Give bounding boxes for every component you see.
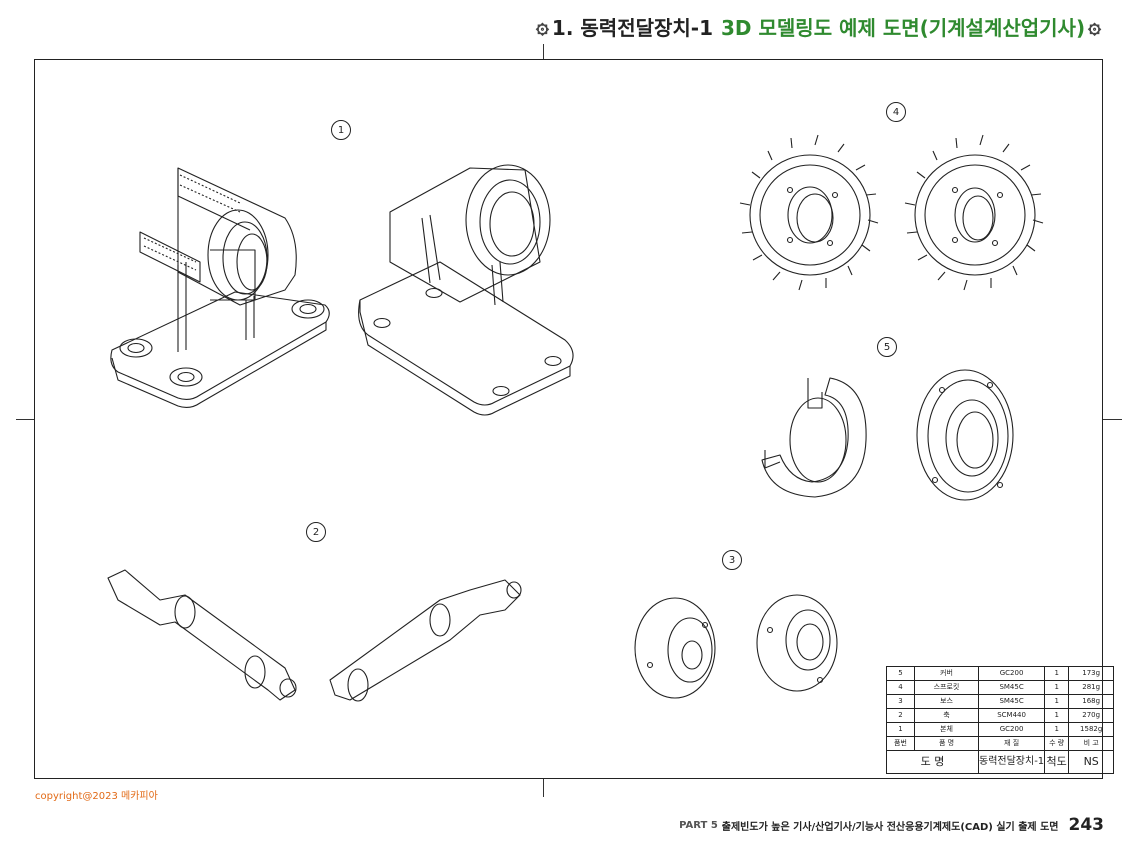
bom-no: 1 (886, 722, 915, 737)
sprocket-views (739, 134, 1044, 291)
gear-icon: ۞ (536, 13, 549, 39)
bom-header-name: 품 명 (914, 736, 979, 751)
bom-material: SM45C (977, 694, 1046, 709)
footer-part: PART 5 (679, 819, 718, 831)
bom-header-note: 비 고 (1068, 736, 1115, 751)
page-header: ۞ 1. 동력전달장치-1 3D 모델링도 예제 도면(기계설계산업기사) ۞ (533, 10, 1104, 42)
bom-material: GC200 (977, 666, 1046, 681)
scale-label: 척도 (1044, 750, 1070, 774)
header-subtitle: 3D 모델링도 예제 도면(기계설계산업기사) (721, 15, 1086, 40)
bom-no: 5 (886, 666, 915, 681)
bom-note: 173g (1068, 666, 1115, 681)
bom-header-qty: 수 량 (1044, 736, 1070, 751)
bill-of-materials: 5 커버 GC200 1 173g 4 스프로킷 SM45C 1 281g 3 … (886, 666, 1115, 774)
bom-no: 3 (886, 694, 915, 709)
page-number: 243 (1068, 815, 1105, 835)
bom-note: 1582g (1068, 722, 1115, 737)
bom-row: 1 본체 GC200 1 1582g (886, 722, 1115, 737)
bom-qty: 1 (1044, 708, 1070, 723)
cover-views (761, 369, 1014, 501)
bom-material: SM45C (977, 680, 1046, 695)
drawing-sheet (34, 59, 1103, 779)
header-title: 1. 동력전달장치-1 (551, 15, 714, 40)
center-mark-bottom (543, 779, 544, 797)
bom-name: 본체 (914, 722, 979, 737)
scale-value: NS (1068, 750, 1115, 774)
bom-material: GC200 (977, 722, 1046, 737)
part-balloon-3: 3 (722, 550, 742, 570)
bom-qty: 1 (1044, 666, 1070, 681)
bom-header-row: 품번 품 명 재 질 수 량 비 고 (886, 736, 1115, 751)
bom-name: 보스 (914, 694, 979, 709)
bom-name: 스프로킷 (914, 680, 979, 695)
bom-row: 2 축 SCM440 1 270g (886, 708, 1115, 723)
bom-qty: 1 (1044, 722, 1070, 737)
bom-qty: 1 (1044, 694, 1070, 709)
center-mark-left (16, 419, 34, 420)
title-block-row: 도 명 동력전달장치-1 척도 NS (886, 750, 1115, 774)
part-balloon-1: 1 (331, 120, 351, 140)
part-balloon-2: 2 (306, 522, 326, 542)
bom-material: SCM440 (977, 708, 1046, 723)
bom-row: 3 보스 SM45C 1 168g (886, 694, 1115, 709)
center-mark-right (1103, 419, 1122, 420)
bom-header-no: 품번 (886, 736, 915, 751)
drawing-name-label: 도 명 (886, 750, 979, 774)
bom-name: 커버 (914, 666, 979, 681)
bom-no: 4 (886, 680, 915, 695)
shaft-views (107, 569, 522, 702)
center-mark-top (543, 44, 544, 59)
drawing-name: 동력전달장치-1 (977, 750, 1046, 774)
bom-qty: 1 (1044, 680, 1070, 695)
housing-section-view (110, 167, 330, 409)
bom-name: 축 (914, 708, 979, 723)
part-balloon-4: 4 (886, 102, 906, 122)
footer-text: 출제빈도가 높은 기사/산업기사/기능사 전산응용기계제도(CAD) 실기 출제… (721, 821, 1059, 833)
gear-icon: ۞ (1088, 13, 1101, 39)
bom-note: 281g (1068, 680, 1115, 695)
bom-no: 2 (886, 708, 915, 723)
bom-note: 168g (1068, 694, 1115, 709)
bom-note: 270g (1068, 708, 1115, 723)
boss-views (634, 594, 838, 699)
housing-external-view (358, 164, 574, 416)
bom-header-material: 재 질 (977, 736, 1046, 751)
bom-row: 4 스프로킷 SM45C 1 281g (886, 680, 1115, 695)
part-balloon-5: 5 (877, 337, 897, 357)
bom-row: 5 커버 GC200 1 173g (886, 666, 1115, 681)
copyright-text: copyright@2023 메카피아 (35, 791, 158, 802)
page-footer: PART 5 출제빈도가 높은 기사/산업기사/기능사 전산응용기계제도(CAD… (679, 814, 1104, 836)
